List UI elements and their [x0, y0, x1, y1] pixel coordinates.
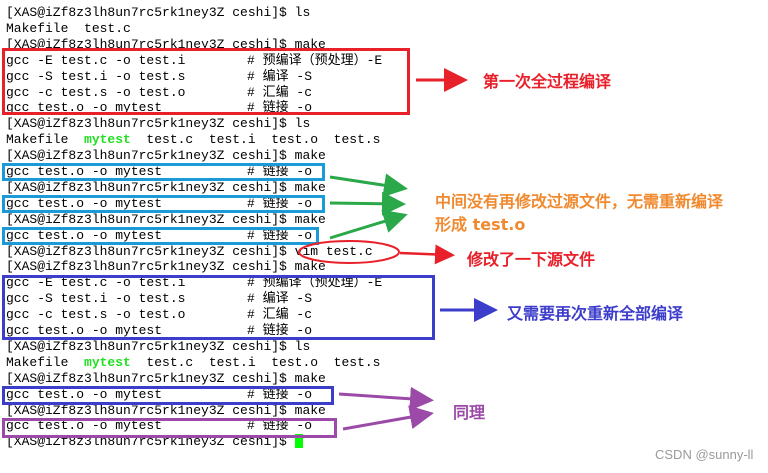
- terminal-line: gcc test.o -o mytest # 链接 -o: [6, 323, 312, 339]
- terminal-line: [XAS@iZf8z3lh8un7rc5rk1ney3Z ceshi]$ ls: [6, 116, 310, 132]
- line-text-rest: test.c test.i test.o test.s: [130, 354, 381, 370]
- line-text: Makefile test.c: [6, 20, 131, 36]
- terminal-cursor: [294, 434, 303, 449]
- terminal-line: [XAS@iZf8z3lh8un7rc5rk1ney3Z ceshi]$ mak…: [6, 148, 326, 164]
- line-text: gcc test.o -o mytest: [6, 195, 163, 211]
- terminal-line: Makefile mytest test.c test.i test.o tes…: [6, 355, 380, 371]
- line-text: gcc -S test.i -o test.s: [6, 291, 186, 307]
- line-text: Makefile: [6, 354, 85, 370]
- executable-file-name: mytest: [84, 354, 131, 370]
- terminal-line: [XAS@iZf8z3lh8un7rc5rk1ney3Z ceshi]$ mak…: [6, 259, 326, 275]
- terminal-line: Makefile mytest test.c test.i test.o tes…: [6, 132, 380, 148]
- note-first-full: 第一次全过程编译: [483, 72, 612, 91]
- makefile-comment: # 链接 -o: [247, 164, 313, 179]
- terminal-line: [XAS@iZf8z3lh8un7rc5rk1ney3Z ceshi]$: [6, 434, 303, 450]
- line-text: [XAS@iZf8z3lh8un7rc5rk1ney3Z ceshi]$ mak…: [6, 370, 326, 386]
- makefile-comment: # 链接 -o: [247, 386, 313, 402]
- link-only-box-3: [2, 227, 319, 245]
- line-text: gcc -c test.s -o test.o: [6, 84, 186, 100]
- arrow-nochange-2: [329, 191, 406, 216]
- terminal-line: [XAS@iZf8z3lh8un7rc5rk1ney3Z ceshi]$ mak…: [6, 212, 326, 228]
- terminal-line: gcc -c test.s -o test.o # 汇编 -c: [6, 84, 312, 101]
- terminal-line: gcc test.o -o mytest # 链接 -o: [6, 227, 312, 244]
- line-text: [XAS@iZf8z3lh8un7rc5rk1ney3Z ceshi]$ mak…: [6, 211, 326, 227]
- line-text: gcc test.o -o mytest: [6, 100, 163, 116]
- makefile-comment: # 汇编 -c: [247, 307, 313, 323]
- full-compile-box: [2, 48, 410, 115]
- note-recompile: 又需要再次重新全部编译: [507, 304, 684, 323]
- arrow-same-1: [338, 386, 434, 411]
- line-text: gcc test.o -o mytest: [6, 386, 163, 402]
- line-text: gcc test.o -o mytest: [6, 164, 163, 179]
- line-text: [XAS@iZf8z3lh8un7rc5rk1ney3Z ceshi]$ mak…: [6, 148, 326, 164]
- makefile-comment: # 预编译（预处理）-E: [247, 275, 383, 291]
- line-text: [XAS@iZf8z3lh8un7rc5rk1ney3Z ceshi]$ ls: [6, 338, 311, 354]
- line-text: Makefile: [6, 132, 85, 148]
- terminal-line: gcc -S test.i -o test.s # 编译 -S: [6, 68, 312, 85]
- line-text: [XAS@iZf8z3lh8un7rc5rk1ney3Z ceshi]$: [6, 434, 295, 450]
- line-text: [XAS@iZf8z3lh8un7rc5rk1ney3Z ceshi]$ mak…: [6, 402, 326, 418]
- line-text: gcc -c test.s -o test.o: [6, 307, 186, 323]
- line-text: gcc -E test.c -o test.i: [6, 52, 186, 68]
- link-only-box-4: [2, 386, 334, 405]
- makefile-comment: # 链接 -o: [247, 227, 313, 243]
- terminal-line: [XAS@iZf8z3lh8un7rc5rk1ney3Z ceshi]$ mak…: [6, 180, 326, 196]
- makefile-comment: # 链接 -o: [247, 100, 313, 116]
- note-no-change-1: 中间没有再修改过源文件，无需重新编译: [435, 192, 724, 211]
- terminal-line: gcc test.o -o mytest # 链接 -o: [6, 195, 312, 212]
- watermark: CSDN @sunny-ll: [655, 447, 754, 462]
- note-same: 同理: [453, 403, 486, 422]
- line-text-rest: test.c test.i test.o test.s: [130, 132, 381, 148]
- vim-highlight-ellipse: [298, 240, 400, 264]
- makefile-comment: # 编译 -S: [247, 291, 313, 307]
- makefile-comment: # 编译 -S: [247, 68, 313, 84]
- arrow-nochange-1: [329, 173, 408, 198]
- terminal-line: gcc -E test.c -o test.i # 预编译（预处理）-E: [6, 52, 382, 69]
- link-only-box-2: [2, 195, 325, 213]
- terminal-line: gcc test.o -o mytest # 链接 -o: [6, 100, 312, 116]
- note-no-change-2: 形成 test.o: [435, 215, 526, 234]
- terminal-line: gcc test.o -o mytest # 链接 -o: [6, 418, 312, 434]
- terminal-line: gcc test.o -o mytest # 链接 -o: [6, 386, 312, 403]
- executable-file-name: mytest: [84, 132, 131, 148]
- note-modified: 修改了一下源文件: [467, 250, 596, 269]
- terminal-line: gcc -E test.c -o test.i # 预编译（预处理）-E: [6, 275, 382, 291]
- terminal-line: gcc test.o -o mytest # 链接 -o: [6, 164, 312, 180]
- line-text: gcc test.o -o mytest: [6, 323, 163, 338]
- terminal-line: [XAS@iZf8z3lh8un7rc5rk1ney3Z ceshi]$ ls: [6, 5, 310, 21]
- terminal-line: [XAS@iZf8z3lh8un7rc5rk1ney3Z ceshi]$ ls: [6, 339, 310, 355]
- line-text: [XAS@iZf8z3lh8un7rc5rk1ney3Z ceshi]$ mak…: [6, 259, 326, 275]
- line-text: [XAS@iZf8z3lh8un7rc5rk1ney3Z ceshi]$ ls: [6, 5, 311, 20]
- terminal-line: [XAS@iZf8z3lh8un7rc5rk1ney3Z ceshi]$ mak…: [6, 371, 326, 387]
- link-only-box-5: [2, 418, 337, 438]
- makefile-comment: # 汇编 -c: [247, 84, 313, 100]
- terminal-line: gcc -S test.i -o test.s # 编译 -S: [6, 291, 312, 307]
- terminal-line: Makefile test.c: [6, 21, 131, 37]
- line-text: [XAS@iZf8z3lh8un7rc5rk1ney3Z ceshi]$ mak…: [6, 179, 326, 195]
- line-text: gcc -S test.i -o test.s: [6, 68, 186, 84]
- arrow-same-2: [342, 405, 434, 431]
- arrow-nochange-3: [329, 209, 408, 240]
- terminal-line: [XAS@iZf8z3lh8un7rc5rk1ney3Z ceshi]$ mak…: [6, 403, 326, 419]
- makefile-comment: # 预编译（预处理）-E: [247, 52, 383, 68]
- line-text: gcc test.o -o mytest: [6, 418, 163, 434]
- line-text: gcc test.o -o mytest: [6, 227, 163, 243]
- makefile-comment: # 链接 -o: [247, 323, 313, 338]
- line-text: [XAS@iZf8z3lh8un7rc5rk1ney3Z ceshi]$ ls: [6, 116, 311, 132]
- makefile-comment: # 链接 -o: [247, 195, 313, 211]
- link-only-box-1: [2, 163, 325, 181]
- line-text: gcc -E test.c -o test.i: [6, 275, 186, 291]
- recompile-box: [2, 275, 435, 340]
- arrow-modified: [399, 244, 455, 265]
- makefile-comment: # 链接 -o: [247, 418, 313, 434]
- terminal-line: gcc -c test.s -o test.o # 汇编 -c: [6, 307, 312, 323]
